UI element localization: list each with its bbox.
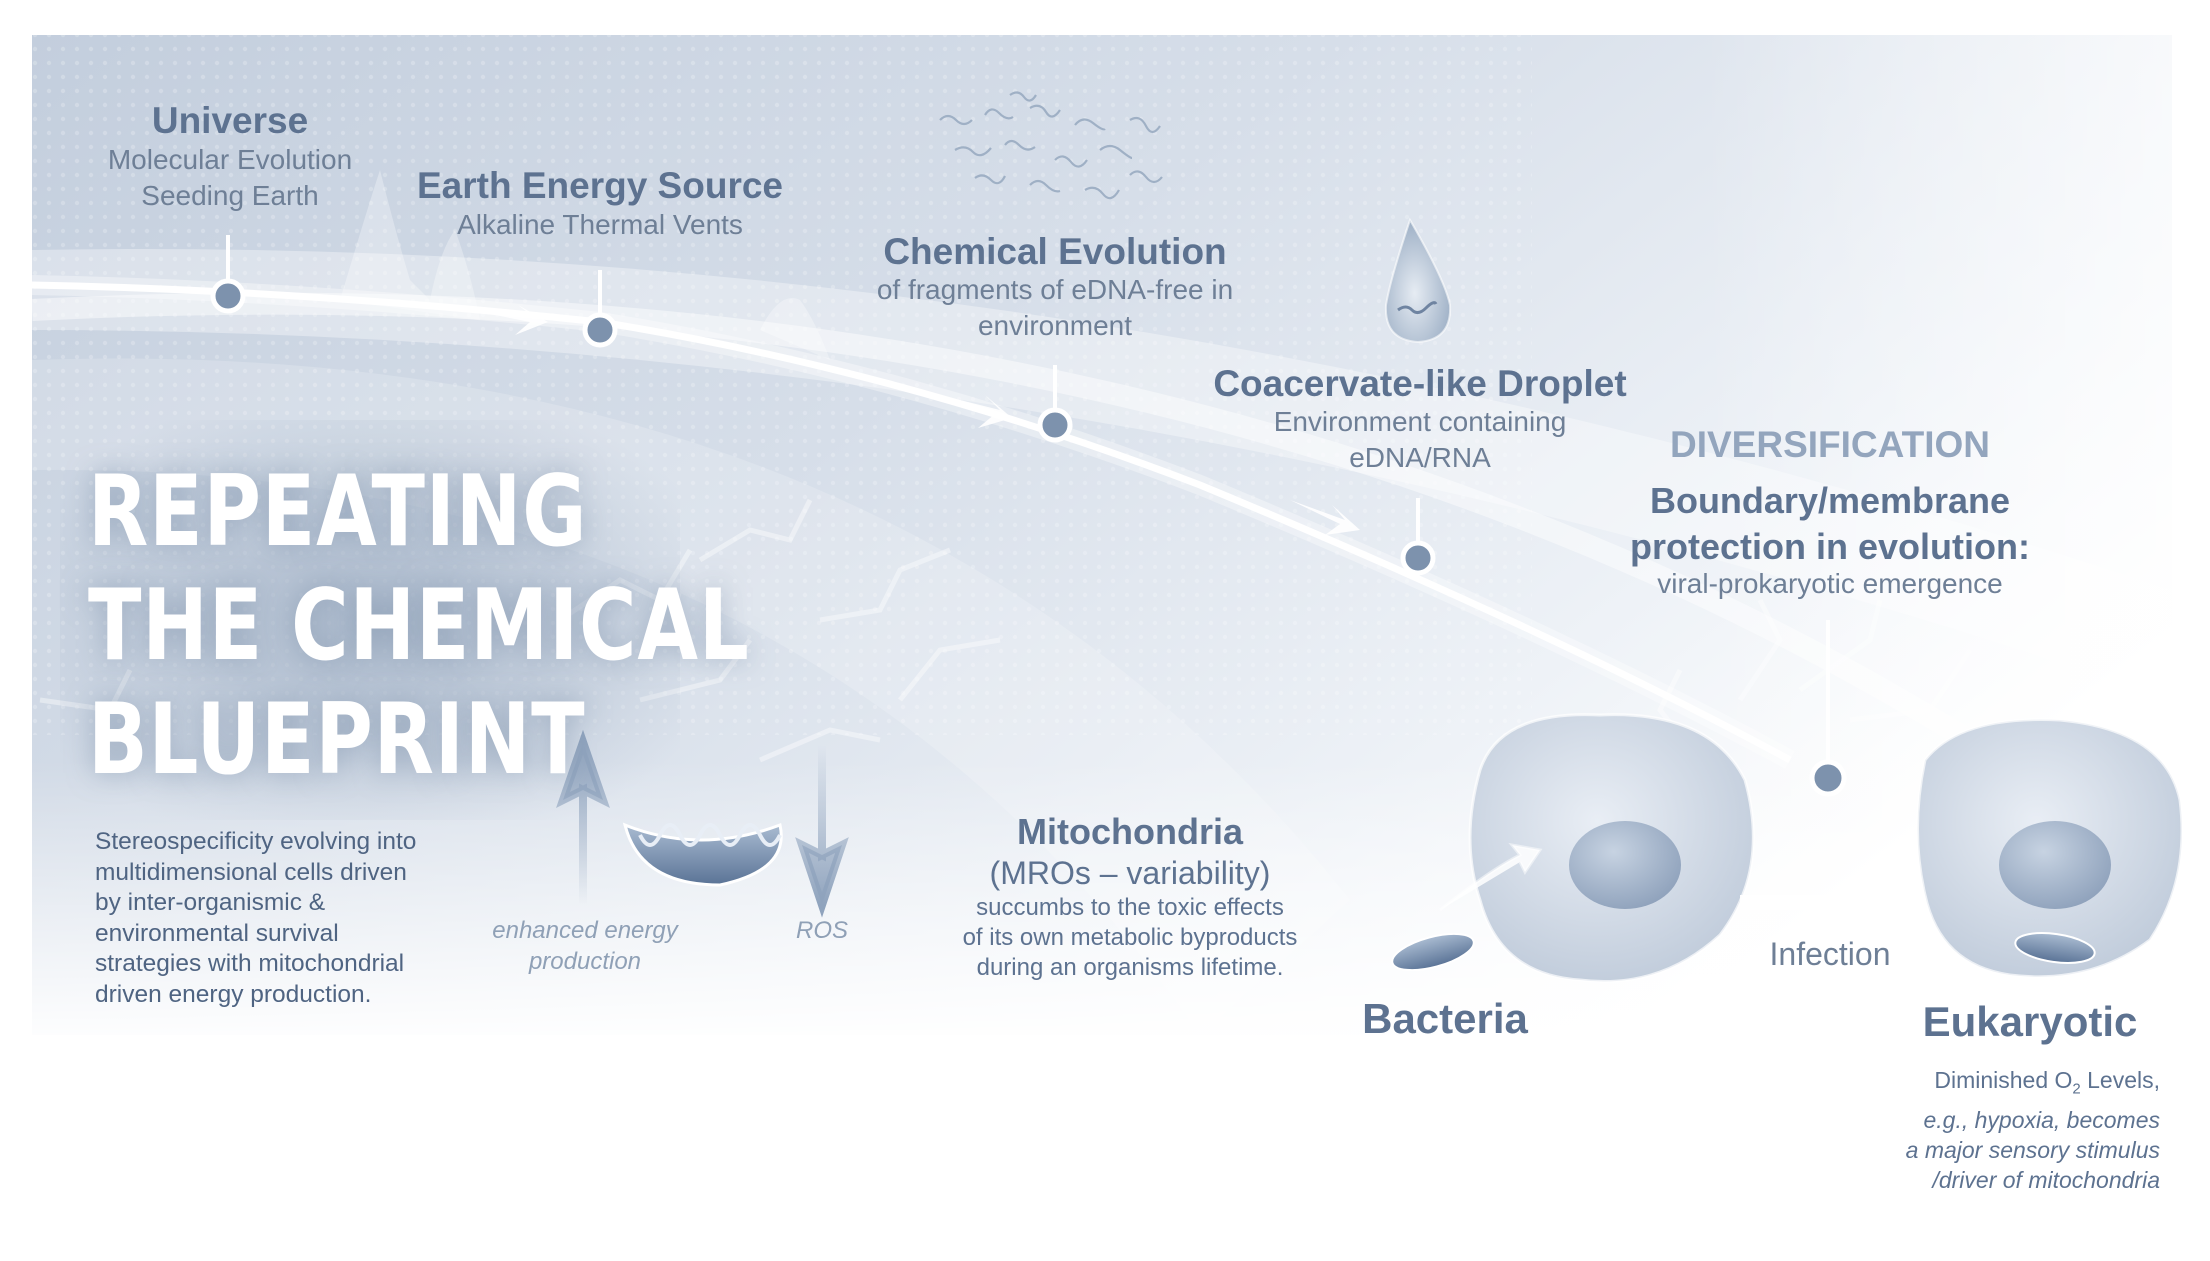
node-diversification <box>1809 759 1847 797</box>
banner-line-2: THE CHEMICAL <box>88 569 750 683</box>
evolution-path-glow <box>31 275 1795 769</box>
left-description-line: driven energy production. <box>95 980 372 1008</box>
oxygen-note-line-3: a major sensory stimulus <box>1905 1136 2160 1163</box>
evolution-path <box>31 281 1792 764</box>
mitochondria-line: of its own metabolic byproducts <box>962 924 1298 951</box>
droplet-icon <box>1384 217 1452 344</box>
earth-energy-subtitle: Alkaline Thermal Vents <box>457 209 743 240</box>
thermal-vents <box>340 170 480 320</box>
coacervate-title: Coacervate-like Droplet <box>1213 363 1627 404</box>
mitochondrion-icon <box>622 822 783 887</box>
droplet-strand <box>1397 301 1438 315</box>
left-description-line: Stereospecificity evolving into <box>95 828 417 855</box>
node-coacervate <box>1400 540 1436 576</box>
left-description-line: by inter-organismic & <box>95 889 326 916</box>
eukaryotic-label: Eukaryotic <box>1922 998 2138 1045</box>
mitochondria-line: succumbs to the toxic effects <box>976 894 1284 921</box>
earth-energy-title: Earth Energy Source <box>416 165 783 206</box>
mitochondria-line: during an organisms lifetime. <box>976 954 1284 981</box>
mitochondria-subtitle: (MROs – variability) <box>989 855 1271 891</box>
chemical-evolution-title: Chemical Evolution <box>883 231 1227 272</box>
oxygen-subscript: 2 <box>2072 1080 2081 1098</box>
left-description: Stereospecificity evolving into multidim… <box>95 827 515 1010</box>
enhanced-energy-label-2: production <box>528 948 642 975</box>
chemical-evolution-subtitle-2: environment <box>977 310 1133 341</box>
chemical-evolution-subtitle-1: of fragments of eDNA-free in <box>876 274 1234 305</box>
right-fade <box>1700 0 2210 1261</box>
infection-arrow <box>1740 875 1915 930</box>
energy-up-arrow <box>556 729 610 905</box>
thermal-vents-right <box>760 298 830 360</box>
timeline-nodes <box>210 235 1847 797</box>
edna-fragments <box>939 91 1163 200</box>
banner-line-3: BLUEPRINT <box>88 683 586 797</box>
ros-label: ROS <box>795 917 848 944</box>
node-chemical-evolution <box>1037 407 1073 443</box>
diversification-heading: DIVERSIFICATION <box>1670 424 1990 465</box>
bacteria-label: Bacteria <box>1362 995 1528 1042</box>
bacteria-entry-arrow <box>1439 842 1543 912</box>
oxygen-note-line-1: Diminished O2 Levels, <box>1934 1067 2160 1098</box>
oxygen-note-line-2: e.g., hypoxia, becomes <box>1923 1106 2160 1133</box>
coacervate-subtitle-1: Environment containing <box>1273 406 1567 437</box>
left-description-line: multidimensional cells driven <box>95 858 407 886</box>
banner-title: REPEATING THE CHEMICAL BLUEPRINT <box>88 455 750 797</box>
flow-arrows <box>470 305 1360 535</box>
node-universe <box>210 278 246 314</box>
infection-label: Infection <box>1769 936 1891 972</box>
diversification-title-1: Boundary/membrane <box>1649 480 2011 521</box>
diversification-title-2: protection in evolution: <box>1630 526 2030 567</box>
node-earth-energy <box>582 312 618 348</box>
ros-down-arrow <box>795 745 849 918</box>
bacterium-icon <box>1391 932 1475 972</box>
diversification-subtitle: viral-prokaryotic emergence <box>1657 568 2003 599</box>
mitochondria-title: Mitochondria <box>1017 811 1243 852</box>
left-description-line: strategies with mitochondrial <box>95 950 405 977</box>
banner-line-1: REPEATING <box>88 455 588 569</box>
oxygen-note-line-4: /driver of mitochondria <box>1932 1166 2160 1193</box>
oxygen-note: Diminished O2 Levels, e.g., hypoxia, bec… <box>1760 1065 2160 1195</box>
enhanced-energy-label-1: enhanced energy <box>492 917 678 944</box>
universe-title: Universe <box>151 100 309 141</box>
eukaryotic-cell <box>1916 718 2184 979</box>
bacteria-cell <box>1468 713 1755 984</box>
left-description-line: environmental survival <box>95 919 339 947</box>
coacervate-subtitle-2: eDNA/RNA <box>1349 442 1491 473</box>
universe-subtitle-2: Seeding Earth <box>141 180 319 211</box>
mitochondria-description: succumbs to the toxic effects of its own… <box>900 893 1360 983</box>
universe-subtitle-1: Molecular Evolution <box>107 144 353 175</box>
